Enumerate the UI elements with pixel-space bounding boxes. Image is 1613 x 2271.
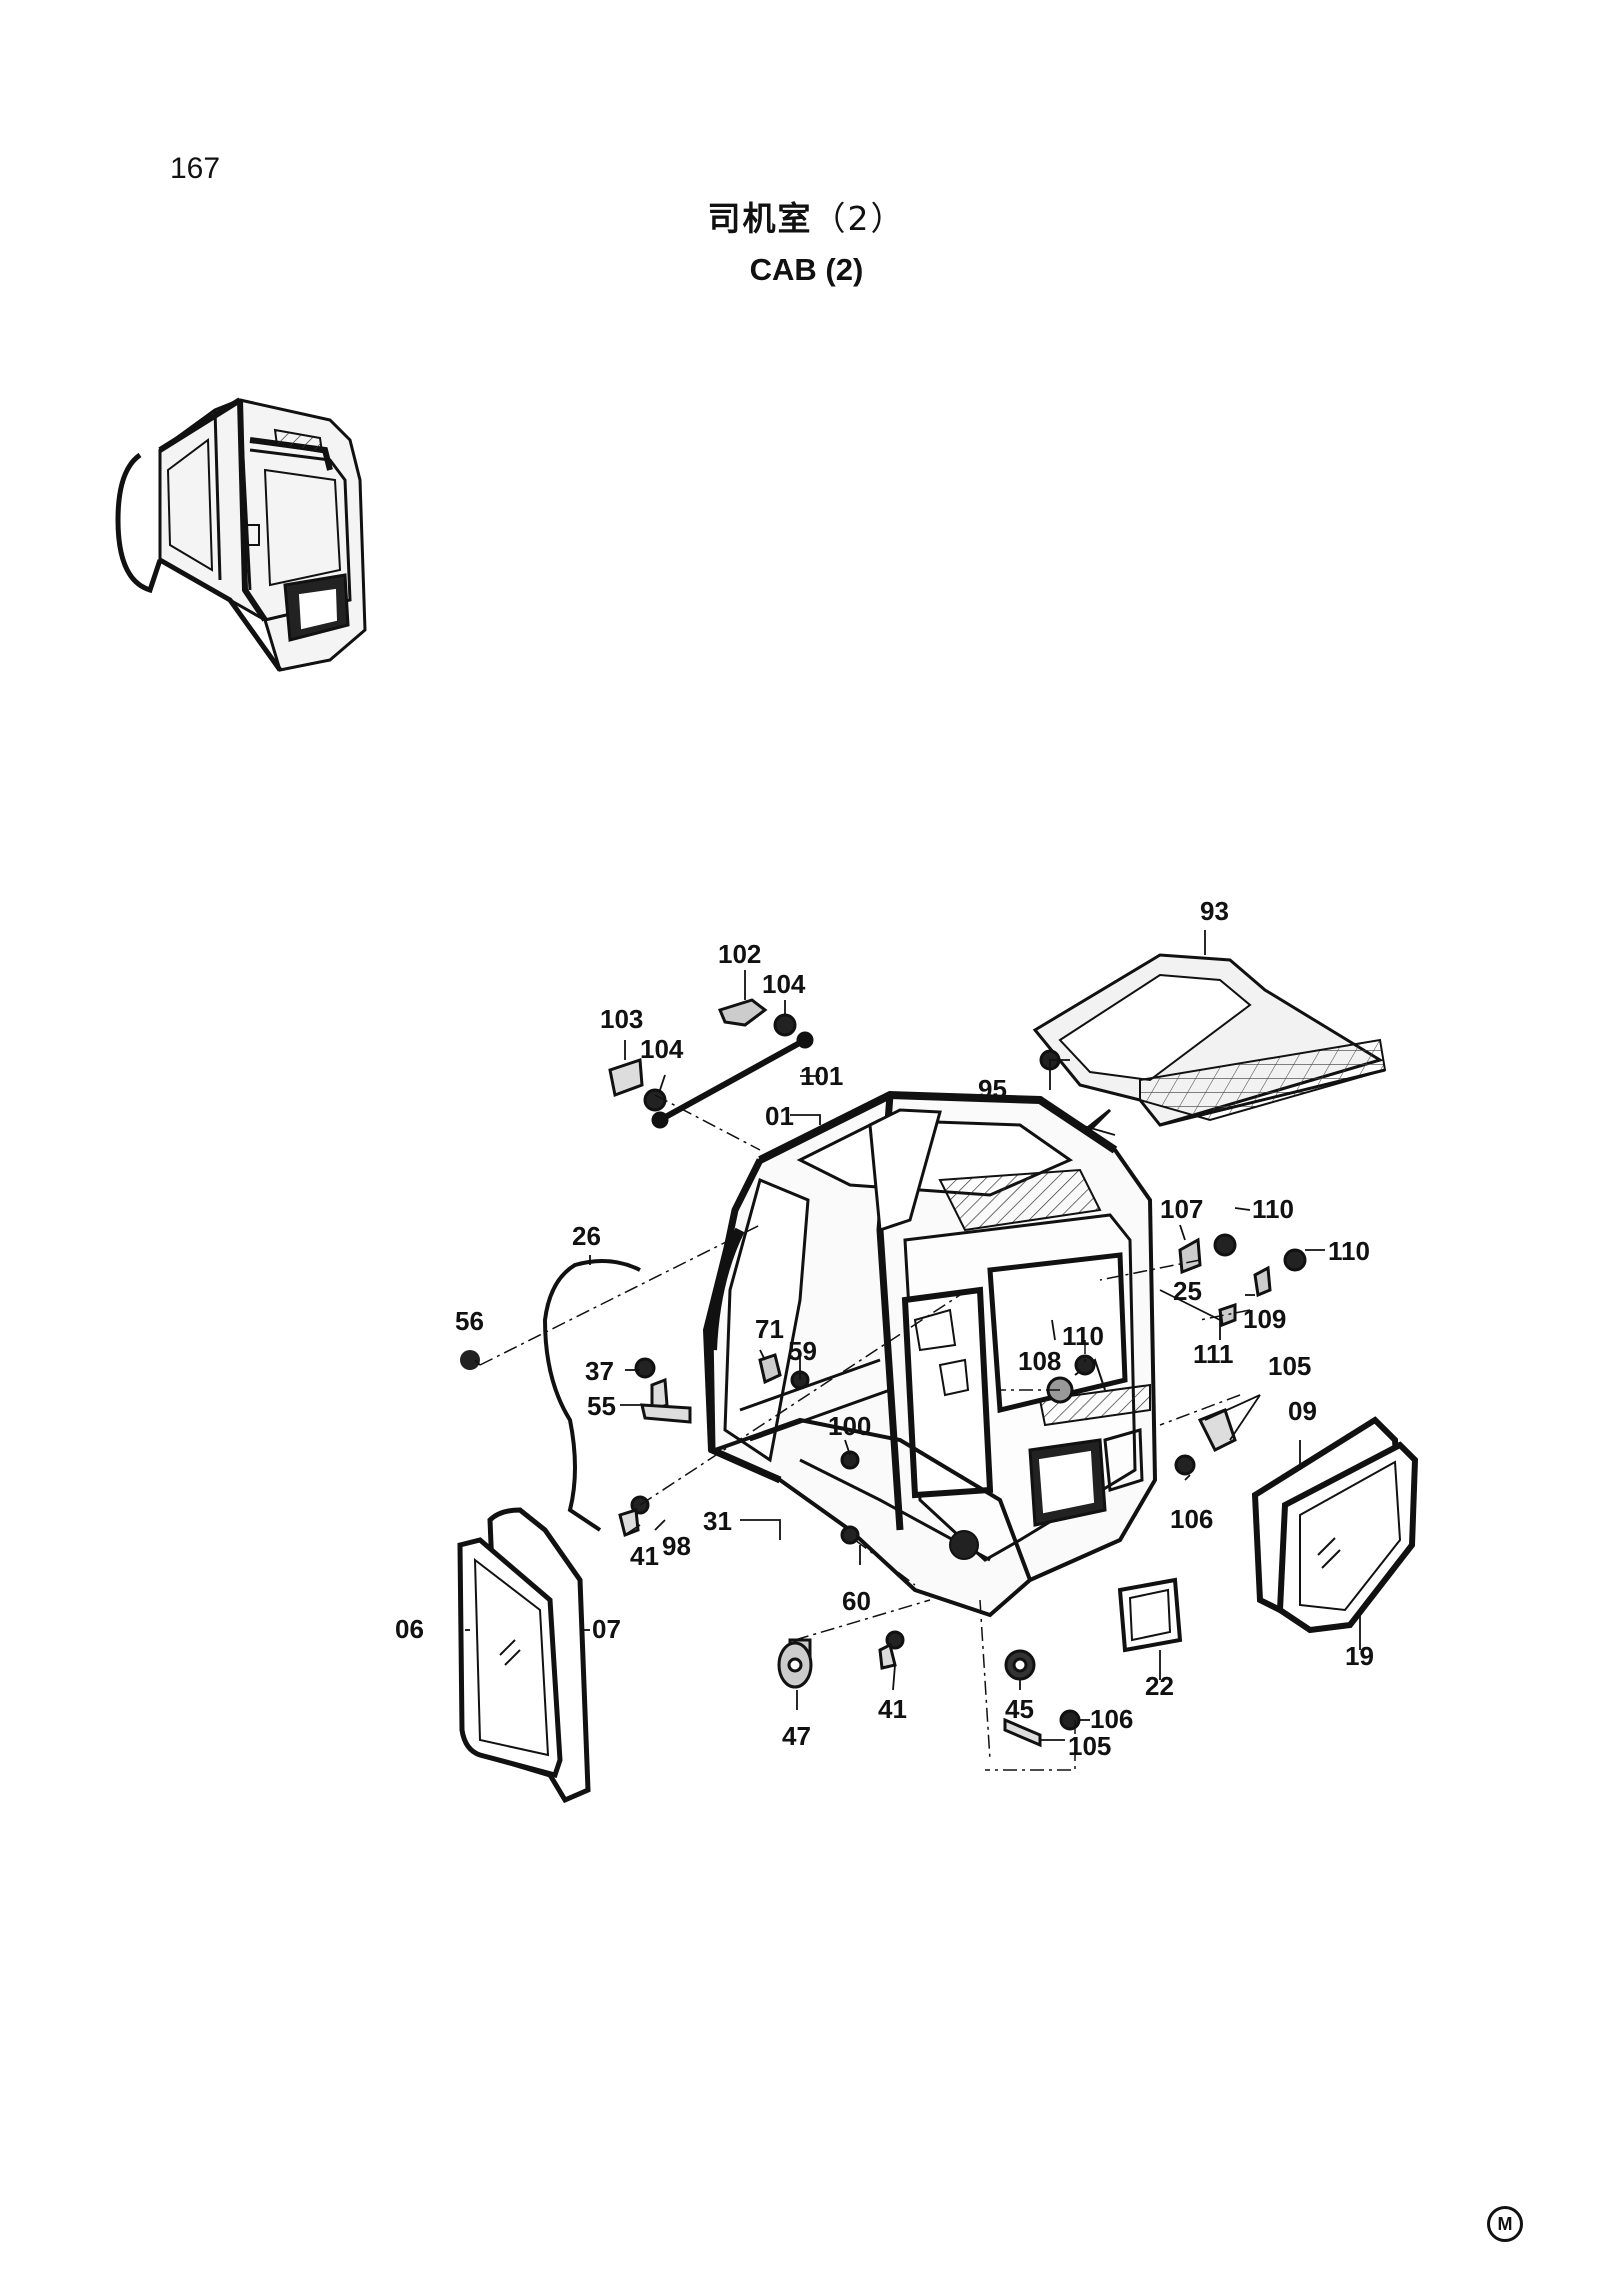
page-number: 167 bbox=[170, 152, 221, 185]
cab-body bbox=[702, 1090, 1158, 1618]
cab-thumbnail bbox=[115, 397, 367, 672]
part-label-31: 31 bbox=[703, 1506, 732, 1536]
part-label-45: 45 bbox=[1005, 1694, 1034, 1724]
part-label-111: 111 bbox=[1193, 1339, 1234, 1369]
part-label-109: 109 bbox=[1243, 1304, 1286, 1334]
part-label-106b: 106 bbox=[1090, 1704, 1133, 1734]
part-label-55: 55 bbox=[587, 1391, 616, 1421]
bolt-56 bbox=[460, 1350, 480, 1370]
part-label-93: 93 bbox=[1200, 896, 1229, 926]
glass-06-07 bbox=[457, 1507, 591, 1804]
part-label-110a: 110 bbox=[1252, 1194, 1294, 1224]
part-label-101: 101 bbox=[800, 1061, 843, 1091]
part-label-59: 59 bbox=[788, 1336, 817, 1366]
part-label-110b: 110 bbox=[1328, 1236, 1370, 1266]
title-chinese: 司机室（2） bbox=[0, 192, 1613, 240]
part-label-104a: 104 bbox=[762, 969, 806, 999]
title-chinese-suffix: （2） bbox=[812, 199, 906, 238]
part-label-41b: 41 bbox=[878, 1694, 907, 1724]
part-label-103: 103 bbox=[600, 1004, 643, 1034]
part-label-26: 26 bbox=[572, 1221, 601, 1251]
part-label-06: 06 bbox=[395, 1614, 424, 1644]
part-label-09: 09 bbox=[1288, 1396, 1317, 1426]
alignment-lines bbox=[479, 1094, 1251, 1771]
part-label-108-visible: 108 bbox=[1018, 1346, 1061, 1376]
part-label-110c: 110 bbox=[1062, 1321, 1104, 1351]
part-label-105b: 105 bbox=[1068, 1731, 1111, 1761]
part-label-22: 22 bbox=[1145, 1671, 1174, 1701]
part-label-102: 102 bbox=[718, 939, 761, 969]
part-label-47: 47 bbox=[782, 1721, 811, 1751]
title-english: CAB (2) bbox=[749, 252, 864, 287]
part-label-07-visible: 07 bbox=[592, 1614, 621, 1644]
part-label-01: 01 bbox=[765, 1101, 794, 1131]
corner-mark: M bbox=[1487, 2206, 1523, 2242]
part-label-100: 100 bbox=[828, 1411, 871, 1441]
part-label-60: 60 bbox=[842, 1586, 871, 1616]
part-label-98: 98 bbox=[662, 1531, 691, 1561]
part-label-41-primary: 41 bbox=[630, 1541, 659, 1571]
part-label-25: 25 bbox=[1173, 1276, 1202, 1306]
part-label-71: 71 bbox=[755, 1314, 784, 1344]
part-label-95: 95 bbox=[978, 1074, 1007, 1104]
roof-panel bbox=[1032, 953, 1387, 1127]
leader-lines bbox=[465, 930, 1361, 1741]
part-label-104b: 104 bbox=[640, 1034, 684, 1064]
title-chinese-text: 司机室 bbox=[707, 199, 813, 238]
part-label-105a: 105 bbox=[1268, 1351, 1311, 1381]
hardware bbox=[618, 1049, 1307, 1748]
glass-22-09-19 bbox=[1117, 1416, 1419, 1653]
part-label-56: 56 bbox=[455, 1306, 484, 1336]
part-label-37: 37 bbox=[585, 1356, 614, 1386]
part-label-19: 19 bbox=[1345, 1641, 1374, 1671]
part-labels: 102 104 103 104 101 01 95 93 107 110 110… bbox=[395, 896, 1374, 1761]
part-label-106a: 106 bbox=[1170, 1504, 1213, 1534]
part-label-107: 107 bbox=[1160, 1194, 1203, 1224]
rod-assembly bbox=[608, 998, 814, 1129]
